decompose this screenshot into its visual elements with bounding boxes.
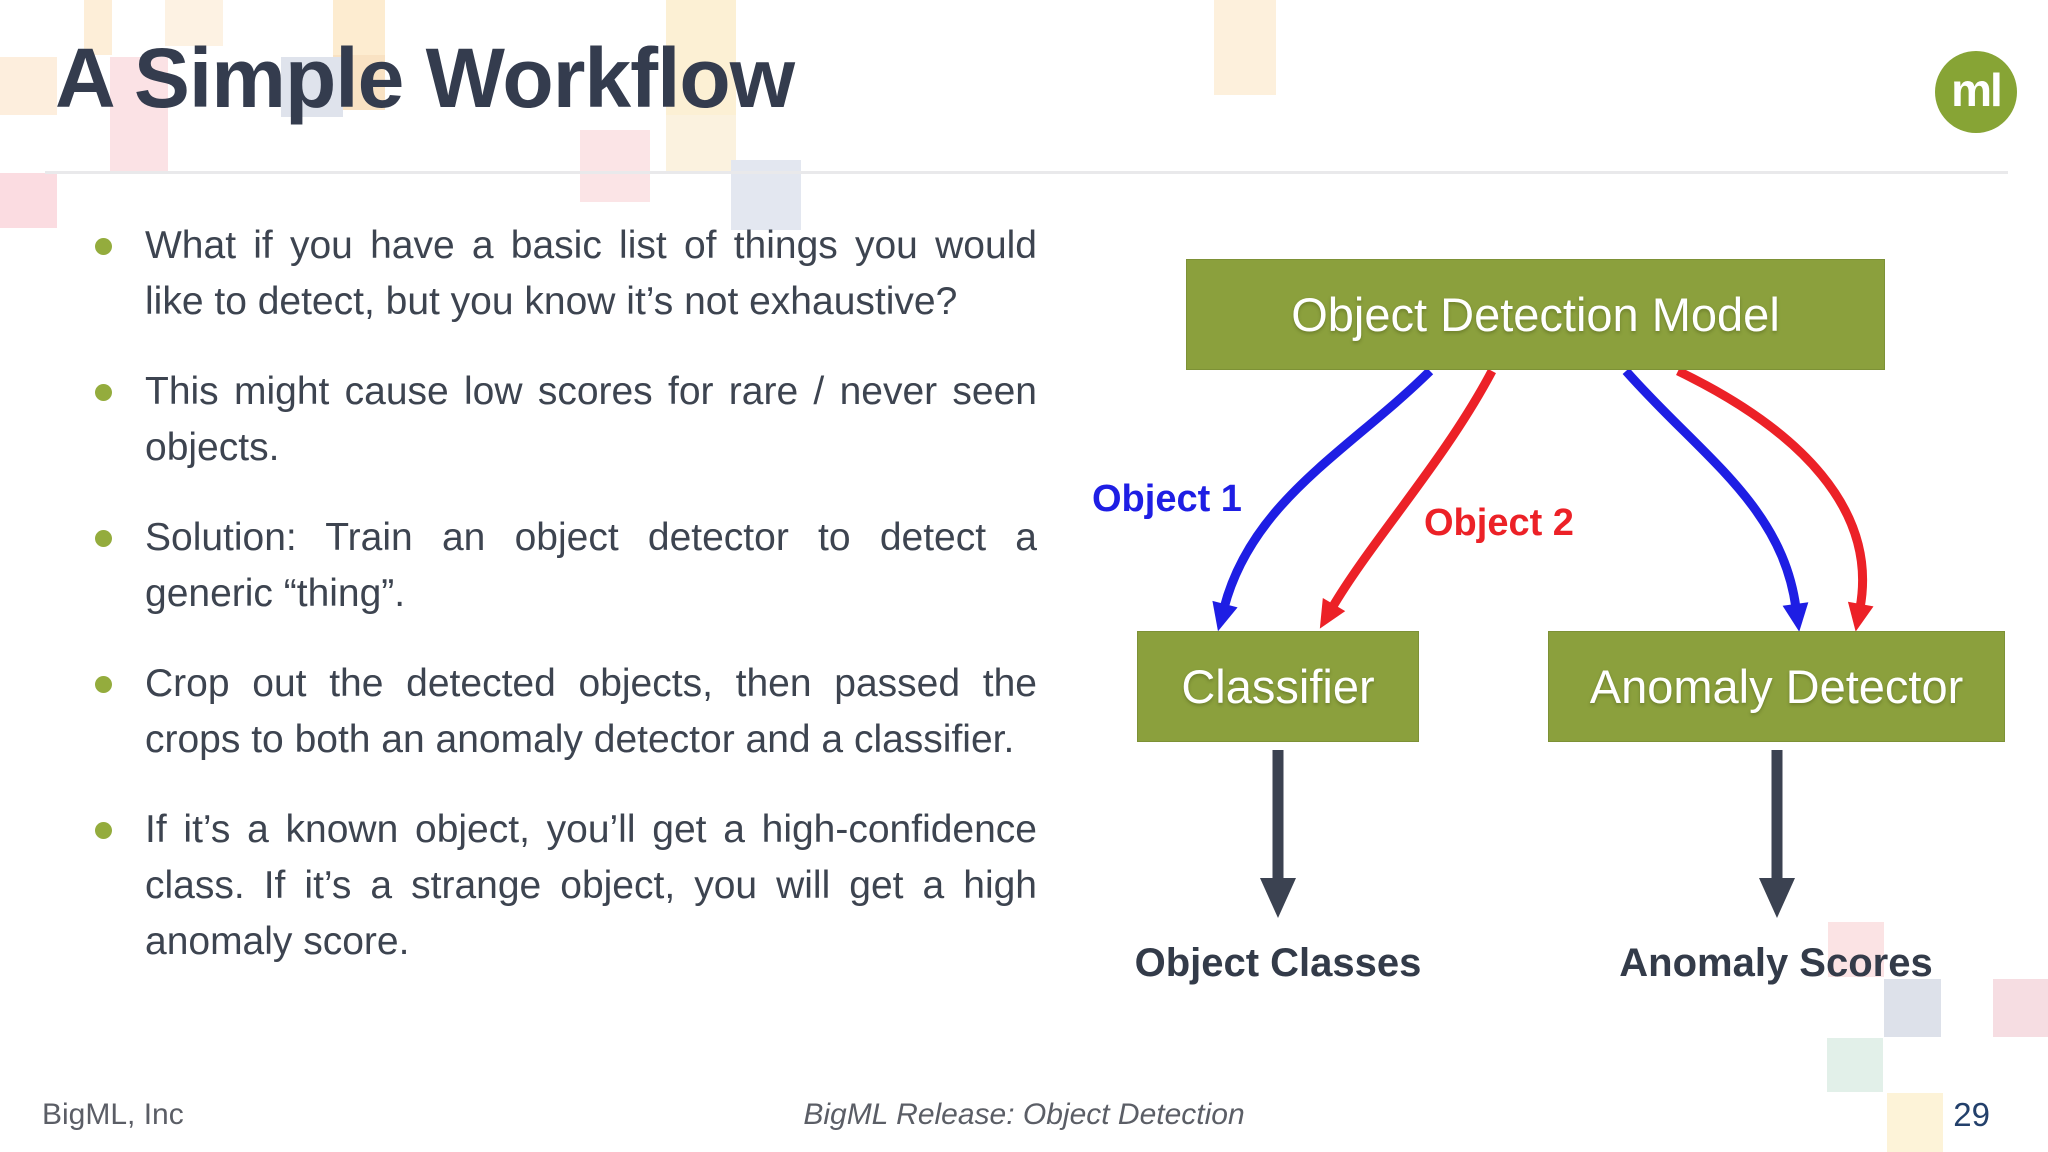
- bullet-icon: [95, 530, 112, 547]
- anomaly-scores-label: Anomaly Scores: [1619, 941, 1933, 985]
- list-item: If it’s a known object, you’ll get a hig…: [95, 802, 1037, 970]
- node-classifier: Classifier: [1137, 631, 1419, 742]
- bigml-logo-icon: ml: [1935, 51, 2017, 133]
- mosaic-square: [1884, 979, 1941, 1037]
- arrow-object1-to-classifier: [1212, 367, 1434, 632]
- arrow-object1-to-anomaly: [1622, 368, 1809, 632]
- bullet-text: This might cause low scores for rare / n…: [145, 370, 1037, 469]
- bullet-icon: [95, 676, 112, 693]
- bullet-icon: [95, 822, 112, 839]
- bullet-text: What if you have a basic list of things …: [145, 224, 1037, 323]
- mosaic-square: [666, 0, 736, 115]
- node-object-detection-model: Object Detection Model: [1186, 259, 1885, 370]
- node-label: Object Detection Model: [1291, 288, 1780, 341]
- arrow-object2-to-anomaly: [1676, 366, 1874, 632]
- bullet-list: What if you have a basic list of things …: [95, 218, 1037, 1004]
- arrow-object2-to-classifier: [1319, 368, 1496, 629]
- bullet-icon: [95, 384, 112, 401]
- object-classes-label: Object Classes: [1134, 941, 1422, 985]
- bullet-text: Solution: Train an object detector to de…: [145, 516, 1037, 615]
- mosaic-square: [1828, 922, 1884, 977]
- list-item: Crop out the detected objects, then pass…: [95, 656, 1037, 768]
- list-item: What if you have a basic list of things …: [95, 218, 1037, 330]
- mosaic-square: [110, 57, 168, 172]
- list-item: Solution: Train an object detector to de…: [95, 510, 1037, 622]
- mosaic-square: [1214, 0, 1276, 95]
- mosaic-square: [281, 57, 343, 117]
- footer-company: BigML, Inc: [42, 1098, 184, 1131]
- mosaic-square: [1887, 1093, 1943, 1152]
- object2-label: Object 2: [1424, 502, 1574, 544]
- mosaic-square: [666, 115, 736, 172]
- mosaic-square: [0, 173, 57, 228]
- page-number: 29: [1953, 1096, 1990, 1133]
- bullet-text: If it’s a known object, you’ll get a hig…: [145, 808, 1037, 963]
- mosaic-square: [1827, 1038, 1883, 1092]
- bullet-text: Crop out the detected objects, then pass…: [145, 662, 1037, 761]
- slide-title: A Simple Workflow: [55, 31, 795, 125]
- bullet-icon: [95, 238, 112, 255]
- mosaic-square: [84, 0, 112, 55]
- mosaic-square: [1993, 979, 2048, 1037]
- object1-label: Object 1: [1092, 478, 1242, 520]
- footer-release-title: BigML Release: Object Detection: [803, 1098, 1245, 1131]
- mosaic-square: [333, 0, 385, 55]
- mosaic-square: [580, 130, 650, 202]
- bigml-logo-text: ml: [1951, 64, 2003, 116]
- node-label: Anomaly Detector: [1589, 660, 1964, 713]
- list-item: This might cause low scores for rare / n…: [95, 364, 1037, 476]
- mosaic-square: [0, 57, 57, 115]
- node-label: Classifier: [1181, 660, 1375, 713]
- title-divider: [45, 171, 2008, 174]
- node-anomaly-detector: Anomaly Detector: [1548, 631, 2005, 742]
- mosaic-square: [165, 0, 223, 46]
